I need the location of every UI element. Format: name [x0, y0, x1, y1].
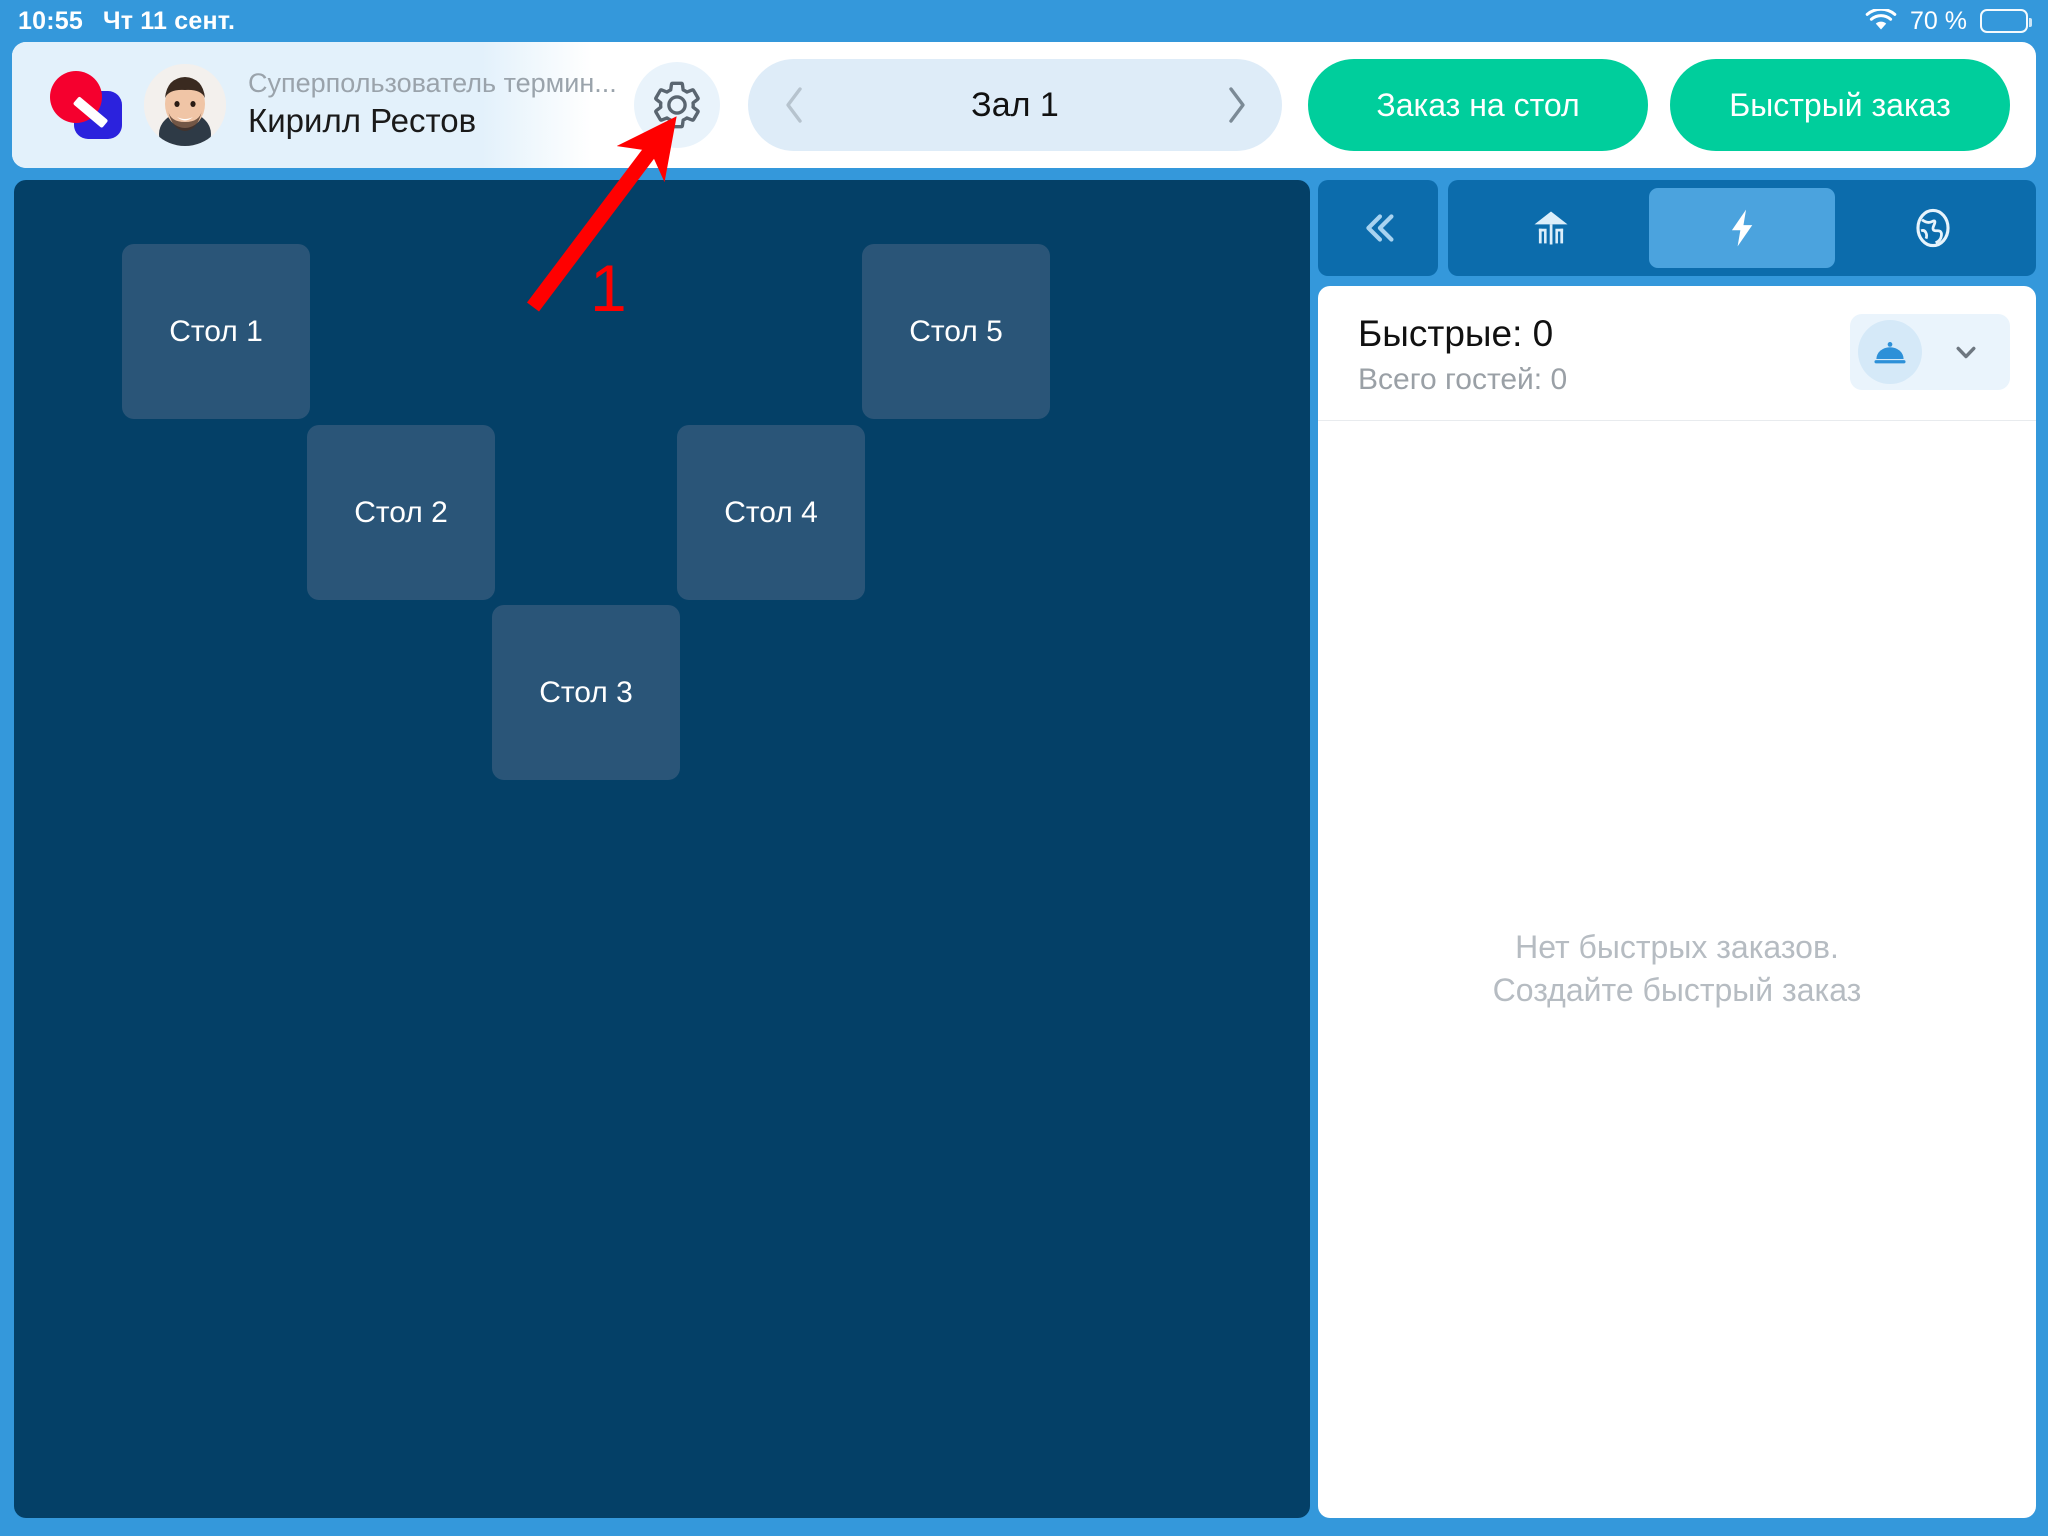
status-bar-left: 10:55 Чт 11 сент. [18, 7, 235, 36]
quick-order-button[interactable]: Быстрый заказ [1670, 59, 2010, 151]
table-card[interactable]: Стол 2 [307, 425, 495, 600]
tab-quick-orders[interactable] [1648, 188, 1836, 268]
patio-table-icon [1534, 211, 1568, 245]
chevron-right-icon[interactable] [1222, 81, 1250, 129]
table-order-button[interactable]: Заказ на стол [1308, 59, 1648, 151]
table-label: Стол 4 [724, 495, 818, 529]
quick-orders-header: Быстрые: 0 Всего гостей: 0 [1318, 286, 2036, 421]
status-bar-right: 70 % [1865, 6, 2032, 36]
hall-map-canvas[interactable]: Стол 1 Стол 2 Стол 3 Стол 4 Стол 5 [14, 180, 1310, 1518]
serve-filter-dropdown[interactable] [1850, 314, 2010, 390]
table-label: Стол 2 [354, 495, 448, 529]
hall-name: Зал 1 [971, 85, 1059, 124]
user-avatar [144, 64, 226, 146]
chevron-left-icon[interactable] [780, 81, 808, 129]
quick-orders-counters: Быстрые: 0 Всего гостей: 0 [1358, 313, 1568, 396]
tab-delivery[interactable] [1839, 188, 2026, 268]
table-label: Стол 3 [539, 675, 633, 709]
globe-icon [1916, 208, 1950, 248]
empty-state-text: Нет быстрых заказов. Создайте быстрый за… [1493, 926, 1862, 1012]
empty-state-line-2: Создайте быстрый заказ [1492, 972, 1862, 1009]
double-chevron-left-icon [1366, 214, 1394, 242]
battery-percent: 70 % [1910, 6, 1967, 35]
fast-orders-count: Быстрые: 0 [1358, 313, 1554, 354]
table-card[interactable]: Стол 4 [677, 425, 865, 600]
status-date: Чт 11 сент. [102, 6, 236, 35]
table-label: Стол 5 [909, 314, 1003, 348]
quick-orders-panel: Быстрые: 0 Всего гостей: 0 [1318, 286, 2036, 1518]
user-role: Суперпользователь термин... [248, 67, 617, 98]
status-bar: 10:55 Чт 11 сент. 70 % [0, 0, 2048, 42]
table-card[interactable]: Стол 1 [122, 244, 310, 419]
app-logo-icon [50, 69, 122, 141]
right-panel: Быстрые: 0 Всего гостей: 0 [1318, 180, 2036, 1518]
cloche-icon [1858, 320, 1922, 384]
table-label: Стол 1 [169, 314, 263, 348]
user-info: Суперпользователь термин... Кирилл Ресто… [248, 67, 628, 144]
empty-state: Нет быстрых заказов. Создайте быстрый за… [1318, 421, 2036, 1518]
panel-toolbar [1318, 180, 2036, 276]
lightning-bolt-icon [1731, 209, 1753, 247]
hall-switcher[interactable]: Зал 1 [748, 59, 1282, 151]
collapse-panel-button[interactable] [1318, 180, 1438, 276]
header-actions: Заказ на стол Быстрый заказ [1308, 59, 2010, 151]
table-card[interactable]: Стол 3 [492, 605, 680, 780]
settings-button[interactable] [634, 62, 720, 148]
status-time: 10:55 [18, 6, 83, 35]
panel-tabs [1448, 180, 2036, 276]
app-header: Суперпользователь термин... Кирилл Ресто… [12, 42, 2036, 168]
battery-icon [1980, 9, 2032, 33]
user-name: Кирилл Рестов [248, 102, 477, 140]
gear-icon [654, 81, 700, 129]
chevron-down-icon[interactable] [1922, 335, 2010, 369]
total-guests-count: Всего гостей: 0 [1358, 362, 1568, 396]
wifi-icon [1865, 9, 1897, 30]
table-card[interactable]: Стол 5 [862, 244, 1050, 419]
tab-halls[interactable] [1458, 188, 1645, 268]
empty-state-line-1: Нет быстрых заказов. [1515, 929, 1839, 966]
